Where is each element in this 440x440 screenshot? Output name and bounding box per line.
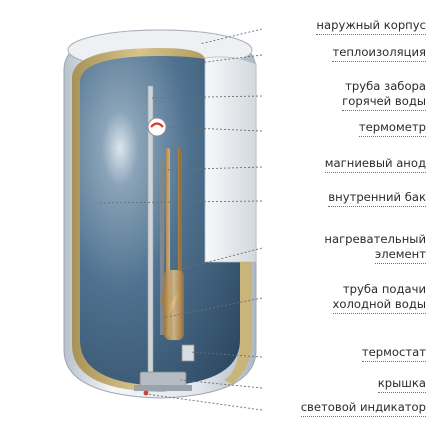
label-inner-tank: внутренний бак xyxy=(328,190,426,207)
leader-lines xyxy=(97,28,263,411)
label-indicator-light: световой индикатор xyxy=(300,400,426,417)
magnesium-anode xyxy=(160,160,164,335)
heating-element-body xyxy=(164,270,184,340)
bottom-flange xyxy=(134,385,192,391)
thermostat-body xyxy=(181,344,195,362)
label-insulation: теплоизоляция xyxy=(332,45,426,62)
thermometer-dial xyxy=(147,117,167,137)
label-outer-casing: наружный корпус xyxy=(316,18,426,35)
casing-cutaway xyxy=(204,56,257,263)
label-hot-water-pipe: труба забора горячей воды xyxy=(342,79,426,111)
bottom-cover xyxy=(139,371,187,387)
thermometer-needle xyxy=(150,122,164,128)
label-heating-element: нагревательный элемент xyxy=(324,232,426,264)
label-magnesium-anode: магниевый анод xyxy=(324,156,426,173)
label-cold-water-pipe: труба подачи холодной воды xyxy=(332,282,426,314)
label-thermostat: термостат xyxy=(361,345,426,362)
insulation-cut-edge xyxy=(224,262,252,384)
indicator-light xyxy=(143,390,149,396)
label-cover: крышка xyxy=(377,376,426,393)
label-thermometer: термометр xyxy=(358,120,426,137)
